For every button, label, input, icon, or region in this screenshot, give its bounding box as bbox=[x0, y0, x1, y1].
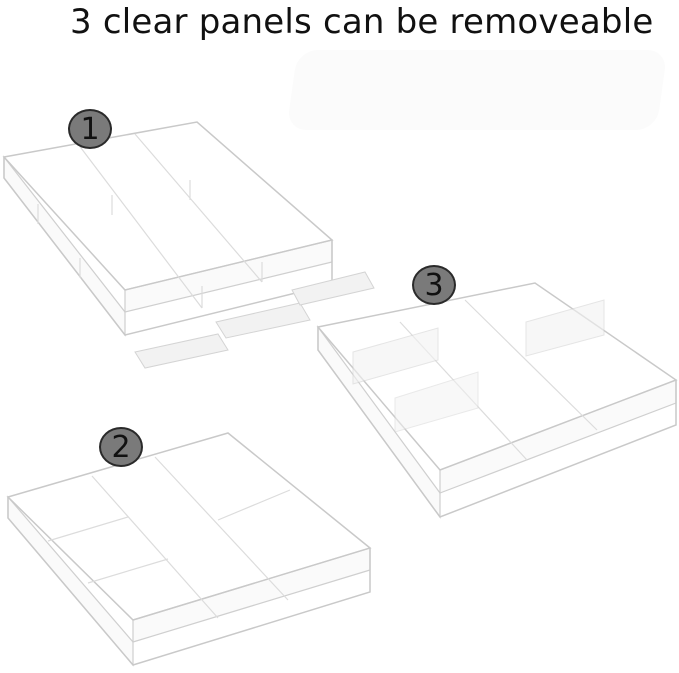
headline: 3 clear panels can be removeable bbox=[70, 2, 654, 42]
tray-3 bbox=[316, 282, 678, 519]
badge-1: 1 bbox=[68, 109, 112, 149]
badge-2: 2 bbox=[99, 427, 143, 467]
badge-3: 3 bbox=[412, 265, 456, 305]
tray-1 bbox=[2, 121, 334, 337]
removed-panels bbox=[134, 271, 375, 369]
tray-2 bbox=[6, 432, 372, 667]
